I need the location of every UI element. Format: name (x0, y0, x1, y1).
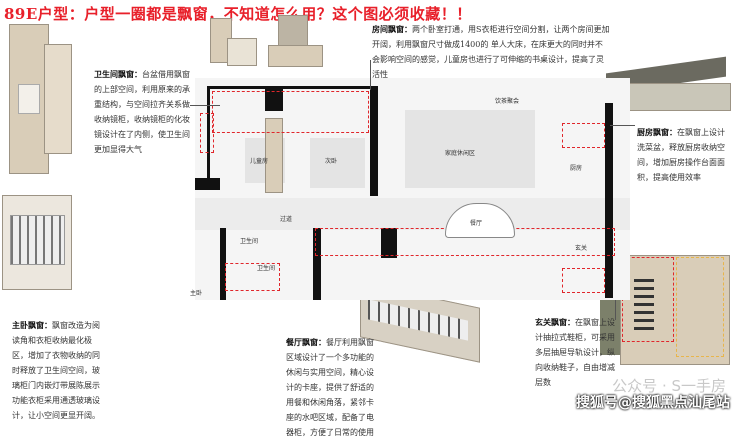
room-label-entry: 玄关 (575, 245, 588, 252)
room-label-master: 主卧 (190, 290, 203, 297)
room-label-bath2: 卫生间 (257, 265, 276, 272)
page-title: 89E户型：户型一圈都是飘窗，不知道怎么用？这个图必须收藏！！ (4, 5, 472, 23)
note-dining: 餐厅飘窗：餐厅利用飘窗区域设计了一个多功能的休闲与实用空间，精心设计的卡座，提供… (286, 337, 374, 437)
room-label-living: 家庭休闲区 (445, 150, 476, 157)
floor-plan: 儿童房 次卧 过道 卫生间 卫生间 主卧 家庭休闲区 餐厅 饮茶聚会 厨房 玄关 (190, 78, 630, 300)
wardrobe-illustration (2, 195, 78, 295)
bedroom-illustration-1 (205, 18, 260, 68)
room-label-dining: 餐厅 (470, 220, 483, 227)
room-label-kids: 儿童房 (250, 158, 269, 165)
note-entrance: 玄关飘窗：在飘窗上设计抽拉式鞋柜，可采用多层抽屉导轨设计，纵向收纳鞋子，自由增减… (535, 317, 615, 387)
room-label-corridor: 过道 (280, 216, 293, 223)
note-kitchen: 厨房飘窗：在飘窗上设计洗菜盆，释放厨房收纳空间，增加厨房操作台面面积，提高使用效… (637, 127, 725, 182)
note-master: 主卧飘窗：飘窗改造为阅读角和衣柜收纳最化极区，增加了衣物收纳的同时释放了卫生间空… (12, 320, 100, 420)
room-label-kitchen: 厨房 (570, 165, 583, 172)
bedroom-illustration-2 (268, 15, 328, 70)
bathroom-cabinet-illustration (4, 24, 76, 184)
room-label-tea: 饮茶聚会 (495, 98, 520, 105)
room-label-bedroom2: 次卧 (325, 158, 338, 165)
entrance-cabinet-illustration (600, 255, 735, 377)
note-bathroom: 卫生间飘窗：台盆借用飘窗的上部空间，利用原来的承重结构，与空间拉齐关系做收纳镜柜… (94, 69, 190, 154)
watermark-wechat: 公众号 · S一手房 (612, 377, 726, 395)
watermark-sohu: 搜狐号@搜狐黑点汕尾站 (576, 395, 730, 411)
note-bedroom: 房间飘窗：两个卧室打通，用S衣柜进行空间分割，让两个房间更加开阔，利用飘窗尺寸做… (372, 24, 610, 79)
room-label-bath1: 卫生间 (240, 238, 259, 245)
